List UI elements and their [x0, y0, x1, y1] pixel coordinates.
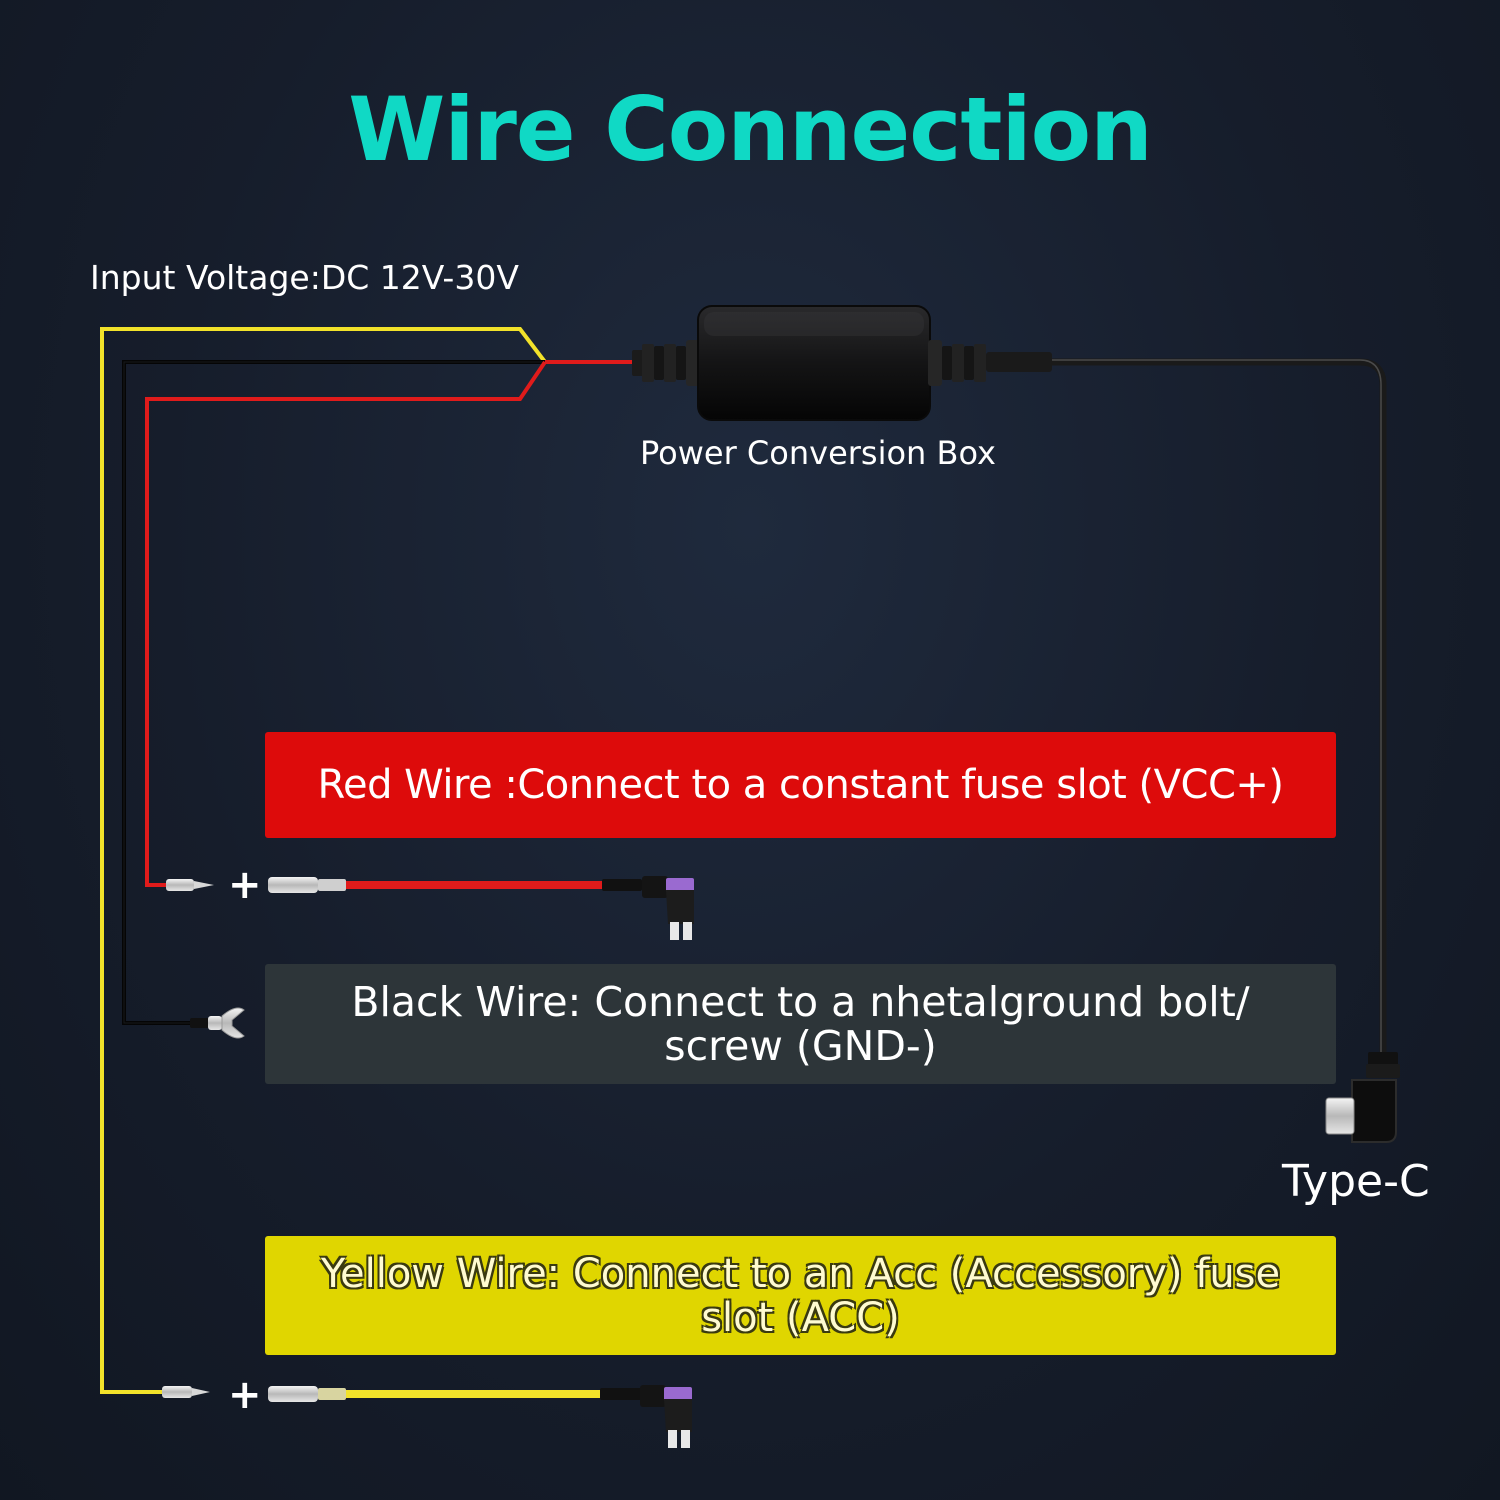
red-fuse-tap	[642, 876, 694, 940]
red-bullet-connector	[166, 879, 214, 891]
black-wire-banner: Black Wire: Connect to a nhetalground bo…	[265, 964, 1336, 1084]
yellow-bullet-connector	[162, 1386, 210, 1398]
yellow-fuse-tap	[640, 1385, 692, 1448]
black-fork-terminal	[190, 1007, 245, 1039]
typec-connector	[1325, 1052, 1400, 1143]
typec-label: Type-C	[1282, 1156, 1430, 1207]
red-wire	[145, 360, 547, 887]
red-wire-banner: Red Wire :Connect to a constant fuse slo…	[265, 732, 1336, 838]
yellow-fuse-tap-cable	[268, 1386, 642, 1402]
output-cable	[1050, 358, 1387, 1060]
red-plus-sign: +	[228, 862, 262, 908]
input-voltage-label: Input Voltage:DC 12V-30V	[90, 258, 519, 297]
box-right-strain-relief	[928, 340, 1052, 386]
page-title: Wire Connection	[348, 78, 1152, 181]
yellow-wire	[100, 327, 547, 1394]
red-fuse-tap-cable	[268, 877, 642, 893]
power-box-label: Power Conversion Box	[640, 434, 996, 472]
yellow-plus-sign: +	[228, 1372, 262, 1418]
power-conversion-box	[632, 305, 1052, 421]
yellow-wire-banner: Yellow Wire: Connect to an Acc (Accessor…	[265, 1236, 1336, 1355]
black-wire	[122, 360, 545, 1025]
box-left-strain-relief	[632, 340, 700, 386]
